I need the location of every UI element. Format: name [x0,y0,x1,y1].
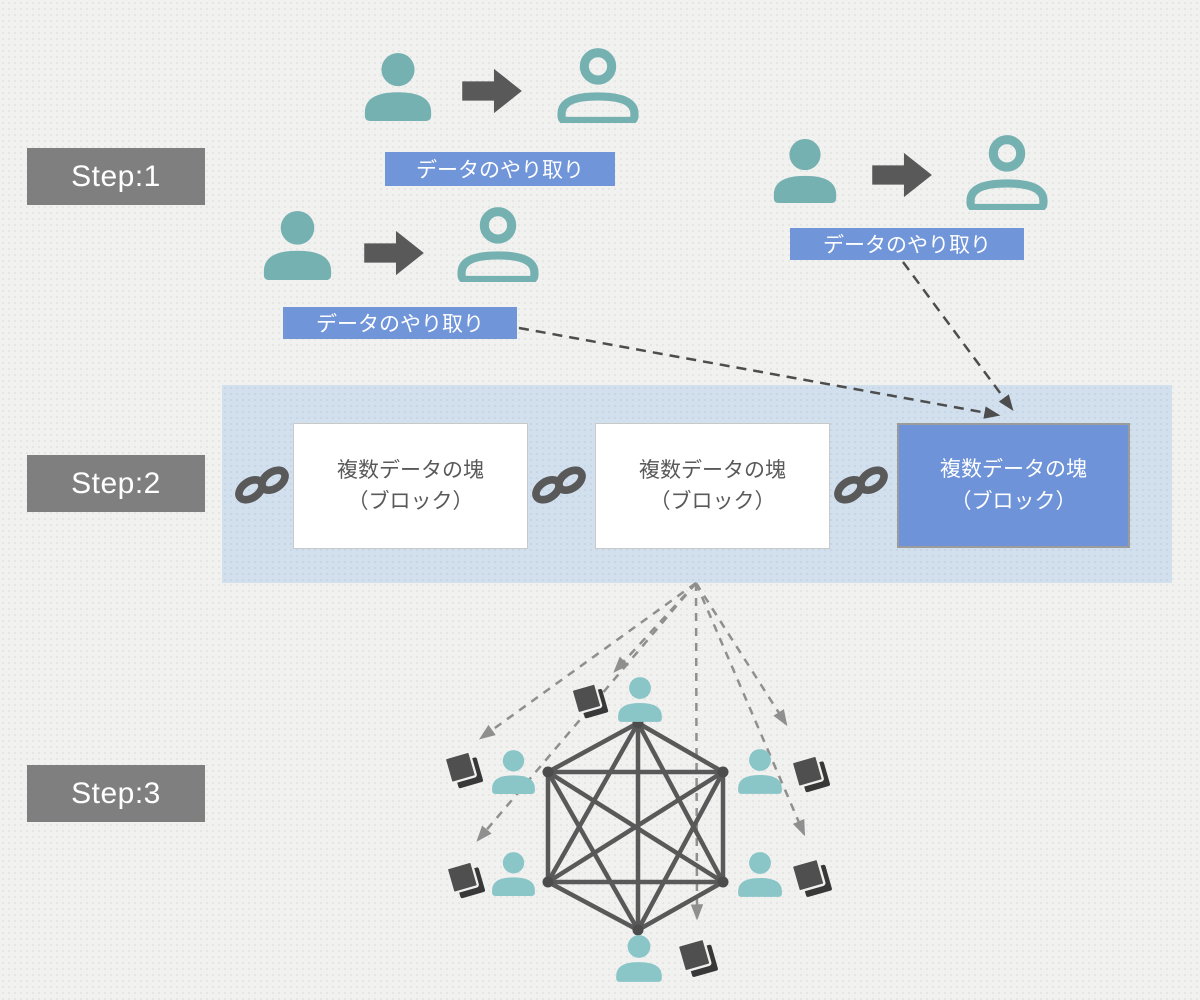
network-node-person-icon [616,935,662,982]
dashed-arrow-distribution [694,582,788,727]
network-node-person-icon [492,750,535,794]
block-text-line2: （ブロック） [649,490,776,513]
data-exchange-label: データのやり取り [283,307,517,339]
device-icon [443,748,485,792]
dashed-arrow-distribution [690,582,704,921]
block-text-line2: （ブロック） [347,490,474,513]
device-icon [790,855,834,901]
step-2-label: Step:2 [71,466,161,500]
device-icon [570,680,610,722]
device-icon [790,752,832,796]
block-text-line1: 複数データの塊 [940,458,1087,481]
receiver-person-icon [971,140,1044,208]
dashed-arrow-label-to-block [901,261,1014,412]
block-text-line2: （ブロック） [950,489,1077,513]
network-node-person-icon [492,852,535,896]
chain-link-icon [834,466,887,504]
data-exchange-text: データのやり取り [316,313,484,336]
data-exchange-text: データのやり取り [823,234,991,257]
dashed-arrow-label-to-block [518,326,1001,419]
device-icon [445,858,487,902]
network-node-person-icon [738,749,782,794]
network-node-person-icon [738,852,782,897]
sender-person-icon [773,139,837,203]
network-node-person-icon [618,677,662,722]
step-3-label: Step:3 [71,776,161,810]
data-block-1: 複数データの塊 （ブロック） [293,423,528,549]
transfer-arrow-icon [462,68,522,114]
chain-link-icon [532,466,585,504]
block-text-line1: 複数データの塊 [337,458,484,482]
mesh-network [542,717,729,936]
sender-person-icon [263,211,332,280]
sender-person-icon [364,53,432,121]
receiver-person-icon [462,212,535,280]
block-text-line1: 複数データの塊 [639,458,786,482]
transfer-arrow-icon [364,230,424,276]
step-1-label: Step:1 [71,159,161,193]
data-block-3-highlighted: 複数データの塊 （ブロック） [897,423,1130,548]
data-exchange-label: データのやり取り [385,152,615,186]
transfer-arrow-icon [872,152,932,198]
step-2-badge: Step:2 [27,455,205,512]
data-block-2: 複数データの塊 （ブロック） [595,423,830,549]
data-exchange-text: データのやり取り [416,159,584,182]
step-3-badge: Step:3 [27,765,205,822]
data-exchange-label: データのやり取り [790,228,1024,260]
device-icon [676,935,720,981]
receiver-person-icon [562,53,635,121]
dashed-arrow-distribution [694,582,806,837]
step-1-badge: Step:1 [27,148,205,205]
chain-link-icon [235,466,288,504]
